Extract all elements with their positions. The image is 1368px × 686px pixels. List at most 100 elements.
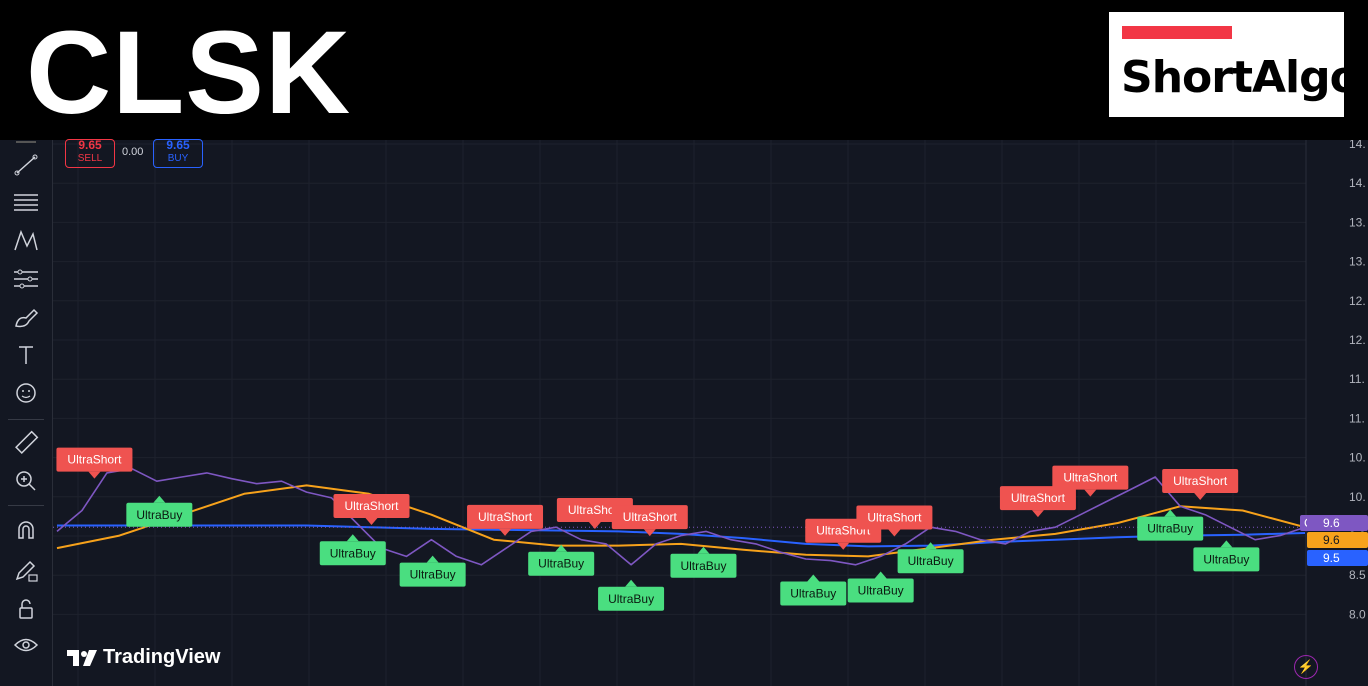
signal-pointer: [874, 571, 887, 579]
logo-red-bar: [1122, 26, 1232, 39]
pattern-icon[interactable]: [10, 226, 42, 256]
signal-box: [126, 502, 193, 527]
y-tick-label: 14.: [1349, 140, 1366, 151]
price-badge-bg: [1307, 515, 1368, 531]
ultrashort-label: UltraShort: [611, 505, 688, 537]
brush-icon[interactable]: [10, 302, 42, 332]
signal-pointer: [1164, 509, 1177, 517]
ultrashort-label: UltraShort: [856, 505, 933, 537]
y-tick-label: 11.: [1349, 372, 1365, 386]
text-icon[interactable]: [10, 340, 42, 370]
tradingview-wordmark: TradingView: [103, 646, 221, 668]
signal-box: [1162, 468, 1239, 493]
ultrabuy-label: UltraBuy: [847, 571, 914, 603]
signal-box: [56, 447, 133, 472]
signal-box: [528, 551, 595, 576]
signal-text: UltraShort: [867, 511, 922, 525]
y-tick-label: 8.5: [1349, 568, 1366, 582]
banner: CLSK ShortAlgo: [0, 0, 1368, 140]
sell-button[interactable]: 9.65 SELL: [65, 139, 115, 168]
ultrabuy-label: UltraBuy: [780, 574, 847, 606]
price-badge-bg: [1307, 532, 1368, 548]
sell-label: SELL: [77, 153, 103, 164]
signal-box: [897, 549, 964, 574]
signal-pointer: [625, 579, 638, 587]
price-badge-text: 9.6: [1323, 516, 1340, 530]
signal-pointer: [924, 542, 937, 550]
signal-box: [1193, 547, 1260, 572]
signal-pointer: [837, 542, 850, 550]
toolbar-separator: [8, 419, 44, 420]
signal-text: UltraBuy: [410, 568, 456, 582]
signal-text: UltraShort: [1063, 471, 1118, 485]
tradingview-logo: TradingView: [67, 646, 220, 669]
trend-line-icon[interactable]: [10, 150, 42, 180]
signal-pointer: [888, 529, 901, 537]
signal-pointer: [697, 546, 710, 554]
ultrabuy-label: UltraBuy: [528, 544, 595, 576]
ultrabuy-label: UltraBuy: [399, 555, 466, 587]
lock-icon[interactable]: [10, 594, 42, 624]
ultrashort-label: UltraShort: [56, 447, 133, 479]
magnet-icon[interactable]: [10, 516, 42, 546]
signal-box: [1137, 516, 1204, 541]
y-axis-panel: [1307, 140, 1368, 686]
signal-text: UltraShort: [1173, 474, 1228, 488]
lock-drawing-icon[interactable]: [10, 556, 42, 586]
price-badge-bg: [1307, 550, 1368, 566]
lightning-icon[interactable]: ⚡: [1294, 655, 1318, 679]
signal-pointer: [365, 518, 378, 526]
signal-text: UltraBuy: [1147, 522, 1193, 536]
series-group: [53, 467, 1306, 566]
ruler-icon[interactable]: [10, 428, 42, 458]
ultrashort-label: UltraShort: [1052, 465, 1129, 497]
ultrabuy-label: UltraBuy: [126, 495, 193, 527]
crosshair-icon[interactable]: [10, 132, 42, 162]
signal-text: UltraBuy: [330, 546, 376, 560]
ultrabuy-label: UltraBuy: [319, 534, 386, 566]
emoji-icon[interactable]: [10, 378, 42, 408]
ultrashort-label: UltraShort: [999, 486, 1076, 518]
signal-text: UltraShort: [478, 510, 533, 524]
signal-pointer: [1031, 510, 1044, 518]
drawing-toolbar: [0, 140, 53, 686]
sell-price: 9.65: [78, 138, 102, 152]
signal-box: [856, 505, 933, 530]
price-badge: 9.5: [1307, 550, 1368, 566]
shortalgo-logo: ShortAlgo: [1109, 12, 1360, 117]
signal-pointer: [153, 495, 166, 503]
signal-box: [598, 586, 665, 611]
signal-pointer: [1084, 489, 1097, 497]
series-line-ma-1: [56, 484, 1306, 558]
price-badge-text: 9.5: [1323, 551, 1340, 565]
ultrabuy-label: UltraBuy: [1137, 509, 1204, 541]
signal-box: [319, 541, 386, 566]
ultrashort-label: UltraShort: [1162, 468, 1239, 500]
signal-pointer: [807, 574, 820, 582]
fib-icon[interactable]: [10, 188, 42, 218]
signal-box: [611, 505, 688, 530]
signal-box: [780, 581, 847, 606]
y-tick-label: 13.: [1349, 215, 1366, 229]
signal-pointer: [88, 471, 101, 479]
signal-text: UltraShort: [1011, 491, 1066, 505]
zoom-icon[interactable]: [10, 466, 42, 496]
ultrashort-label: UltraShort: [333, 494, 410, 526]
price-badges: CLSK9.69.69.5: [1300, 515, 1368, 566]
eye-icon[interactable]: [10, 630, 42, 660]
signal-text: UltraBuy: [790, 586, 836, 600]
forecast-icon[interactable]: [10, 264, 42, 294]
signal-text: UltraShort: [568, 503, 623, 517]
price-chart[interactable]: 14.14.13.13.12.12.11.11.10.10.9.08.58.0 …: [53, 140, 1368, 686]
signal-pointer: [1220, 540, 1233, 548]
y-tick-label: 11.: [1349, 411, 1365, 425]
signal-text: UltraBuy: [136, 508, 182, 522]
buy-button[interactable]: 9.65 BUY: [153, 139, 203, 168]
ultrabuy-label: UltraBuy: [598, 579, 665, 611]
signal-box: [999, 486, 1076, 511]
signal-box: [847, 578, 914, 603]
buy-price: 9.65: [166, 138, 190, 152]
chart-grid: [53, 140, 1311, 686]
y-tick-label: 12.: [1349, 333, 1366, 347]
signal-pointer: [555, 544, 568, 552]
